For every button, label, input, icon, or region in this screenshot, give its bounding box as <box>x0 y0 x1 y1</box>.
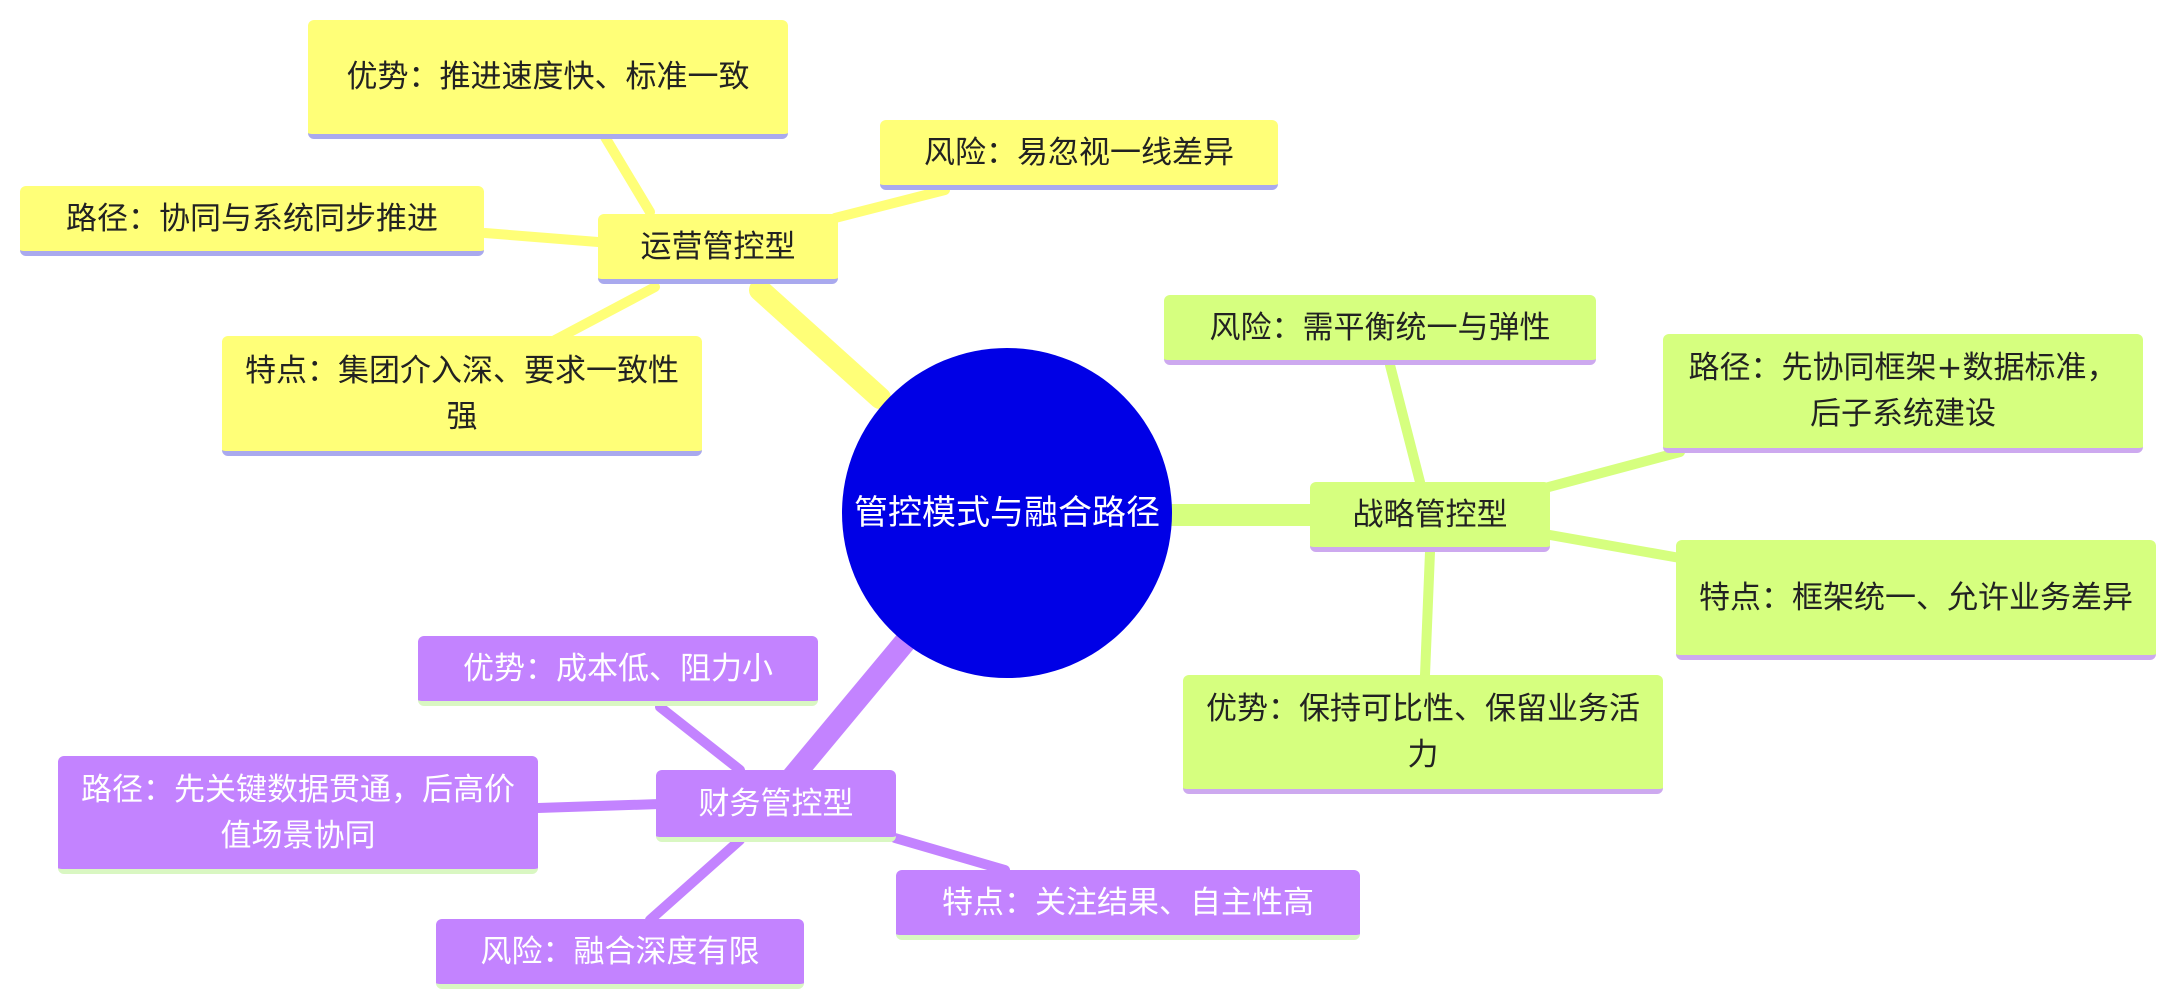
link-finance-risk <box>645 835 745 925</box>
link-finance-feature <box>890 833 1010 875</box>
strategy-advantage-text: 优势：保持可比性、保留业务活力 <box>1206 691 1640 773</box>
center-topic-label: 管控模式与融合路径 <box>854 493 1160 533</box>
branch-operation[interactable]: 运营管控型 <box>598 214 838 284</box>
operation-risk-text: 风险：易忽视一线差异 <box>924 134 1234 171</box>
link-operation-path <box>480 228 603 247</box>
strategy-path-node[interactable]: 路径：先协同框架+数据标准，后子系统建设 <box>1663 334 2143 453</box>
finance-advantage-node[interactable]: 优势：成本低、阻力小 <box>418 636 818 706</box>
operation-path-text: 路径：协同与系统同步推进 <box>66 200 438 237</box>
finance-path-node[interactable]: 路径：先关键数据贯通，后高价值场景协同 <box>58 756 538 874</box>
strategy-feature-text: 特点：框架统一、允许业务差异 <box>1699 579 2133 616</box>
finance-feature-node[interactable]: 特点：关注结果、自主性高 <box>896 870 1360 940</box>
strategy-path-text: 路径：先协同框架+数据标准，后子系统建设 <box>1688 350 2118 432</box>
branch-operation-label: 运营管控型 <box>640 228 796 265</box>
link-strategy-risk <box>1385 360 1425 487</box>
branch-strategy[interactable]: 战略管控型 <box>1310 482 1550 552</box>
operation-feature-node[interactable]: 特点：集团介入深、要求一致性强 <box>222 336 702 456</box>
finance-risk-node[interactable]: 风险：融合深度有限 <box>436 919 804 989</box>
strategy-risk-node[interactable]: 风险：需平衡统一与弹性 <box>1164 295 1596 365</box>
finance-path-text: 路径：先关键数据贯通，后高价值场景协同 <box>81 771 515 854</box>
operation-risk-node[interactable]: 风险：易忽视一线差异 <box>880 120 1278 190</box>
link-center-operation <box>749 279 891 409</box>
operation-advantage-node[interactable]: 优势：推进速度快、标准一致 <box>308 20 788 139</box>
branch-finance-label: 财务管控型 <box>698 785 854 822</box>
link-operation-feature <box>550 282 660 345</box>
link-finance-advantage <box>655 702 745 775</box>
center-topic[interactable]: 管控模式与融合路径 <box>842 348 1172 678</box>
finance-feature-text: 特点：关注结果、自主性高 <box>942 884 1314 921</box>
branch-strategy-label: 战略管控型 <box>1352 496 1508 533</box>
operation-advantage-text: 优势：推进速度快、标准一致 <box>346 59 750 95</box>
strategy-advantage-node[interactable]: 优势：保持可比性、保留业务活力 <box>1183 675 1663 794</box>
branch-finance[interactable]: 财务管控型 <box>656 770 896 842</box>
link-strategy-path <box>1540 447 1685 493</box>
strategy-feature-node[interactable]: 特点：框架统一、允许业务差异 <box>1676 540 2156 660</box>
finance-risk-text: 风险：融合深度有限 <box>480 933 760 970</box>
link-operation-advantage <box>600 132 655 217</box>
operation-feature-text: 特点：集团介入深、要求一致性强 <box>245 352 679 435</box>
strategy-risk-text: 风险：需平衡统一与弹性 <box>1209 309 1551 346</box>
link-strategy-feature <box>1545 530 1685 563</box>
link-center-finance <box>779 631 916 791</box>
link-finance-path <box>533 799 665 813</box>
finance-advantage-text: 优势：成本低、阻力小 <box>463 650 773 687</box>
link-operation-risk <box>830 185 950 223</box>
operation-path-node[interactable]: 路径：协同与系统同步推进 <box>20 186 484 256</box>
link-strategy-advantage <box>1420 547 1435 680</box>
